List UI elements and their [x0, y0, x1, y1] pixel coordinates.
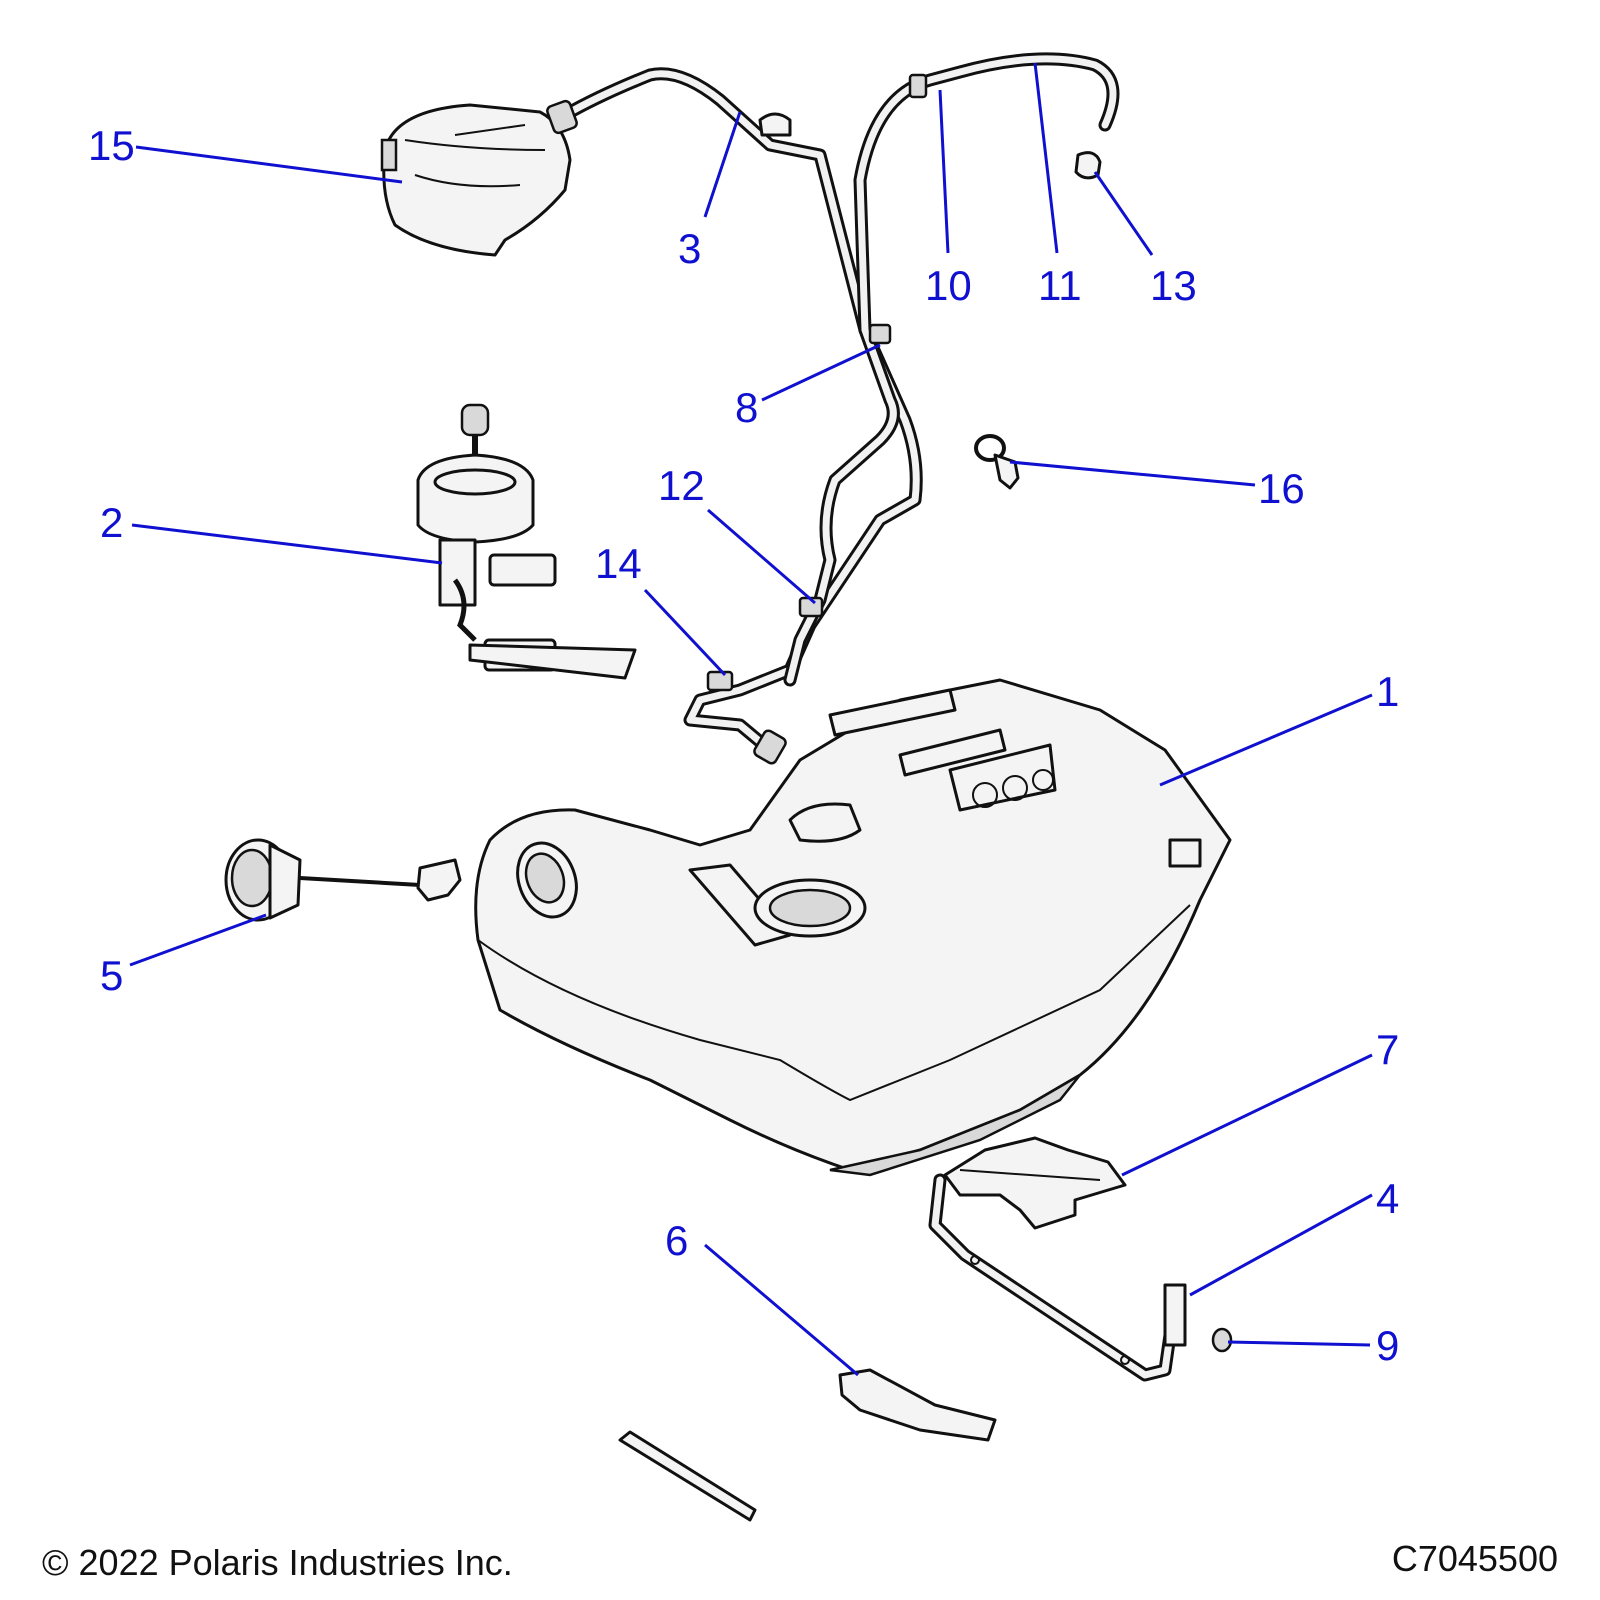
- callout-labels: 1 2 3 4 5 6 7 8 9 10 11 12 13 14 15 16: [88, 122, 1399, 1369]
- callout-8: 8: [735, 384, 758, 431]
- part-9-bolt: [1211, 1327, 1233, 1353]
- part-1-fuel-tank: [474, 678, 1232, 1177]
- callout-15: 15: [88, 122, 135, 169]
- callout-16: 16: [1258, 465, 1305, 512]
- callout-7: 7: [1376, 1026, 1399, 1073]
- callout-10: 10: [925, 262, 972, 309]
- figure-id: C7045500: [1391, 1538, 1558, 1579]
- callout-1: 1: [1376, 668, 1399, 715]
- leader-lines: [129, 62, 1373, 1377]
- part-15-pump-cover: [380, 103, 572, 257]
- callout-11: 11: [1038, 262, 1082, 309]
- callout-13: 13: [1150, 262, 1197, 309]
- copyright-notice: © 2022 Polaris Industries Inc.: [42, 1542, 513, 1583]
- hose-assembly: [546, 52, 1120, 765]
- part-4-tank-strap: [928, 1173, 1187, 1382]
- callout-14: 14: [595, 540, 642, 587]
- part-6-tank-protector: [618, 1368, 997, 1522]
- part-7-tank-pad: [943, 1136, 1127, 1230]
- part-2-fuel-pump: [416, 403, 637, 680]
- callout-12: 12: [658, 462, 705, 509]
- callout-6: 6: [665, 1217, 688, 1264]
- callout-2: 2: [100, 499, 123, 546]
- callout-4: 4: [1376, 1175, 1399, 1222]
- callout-9: 9: [1376, 1322, 1399, 1369]
- callout-3: 3: [678, 225, 701, 272]
- part-5-fuel-cap: [224, 838, 462, 922]
- callout-5: 5: [100, 952, 123, 999]
